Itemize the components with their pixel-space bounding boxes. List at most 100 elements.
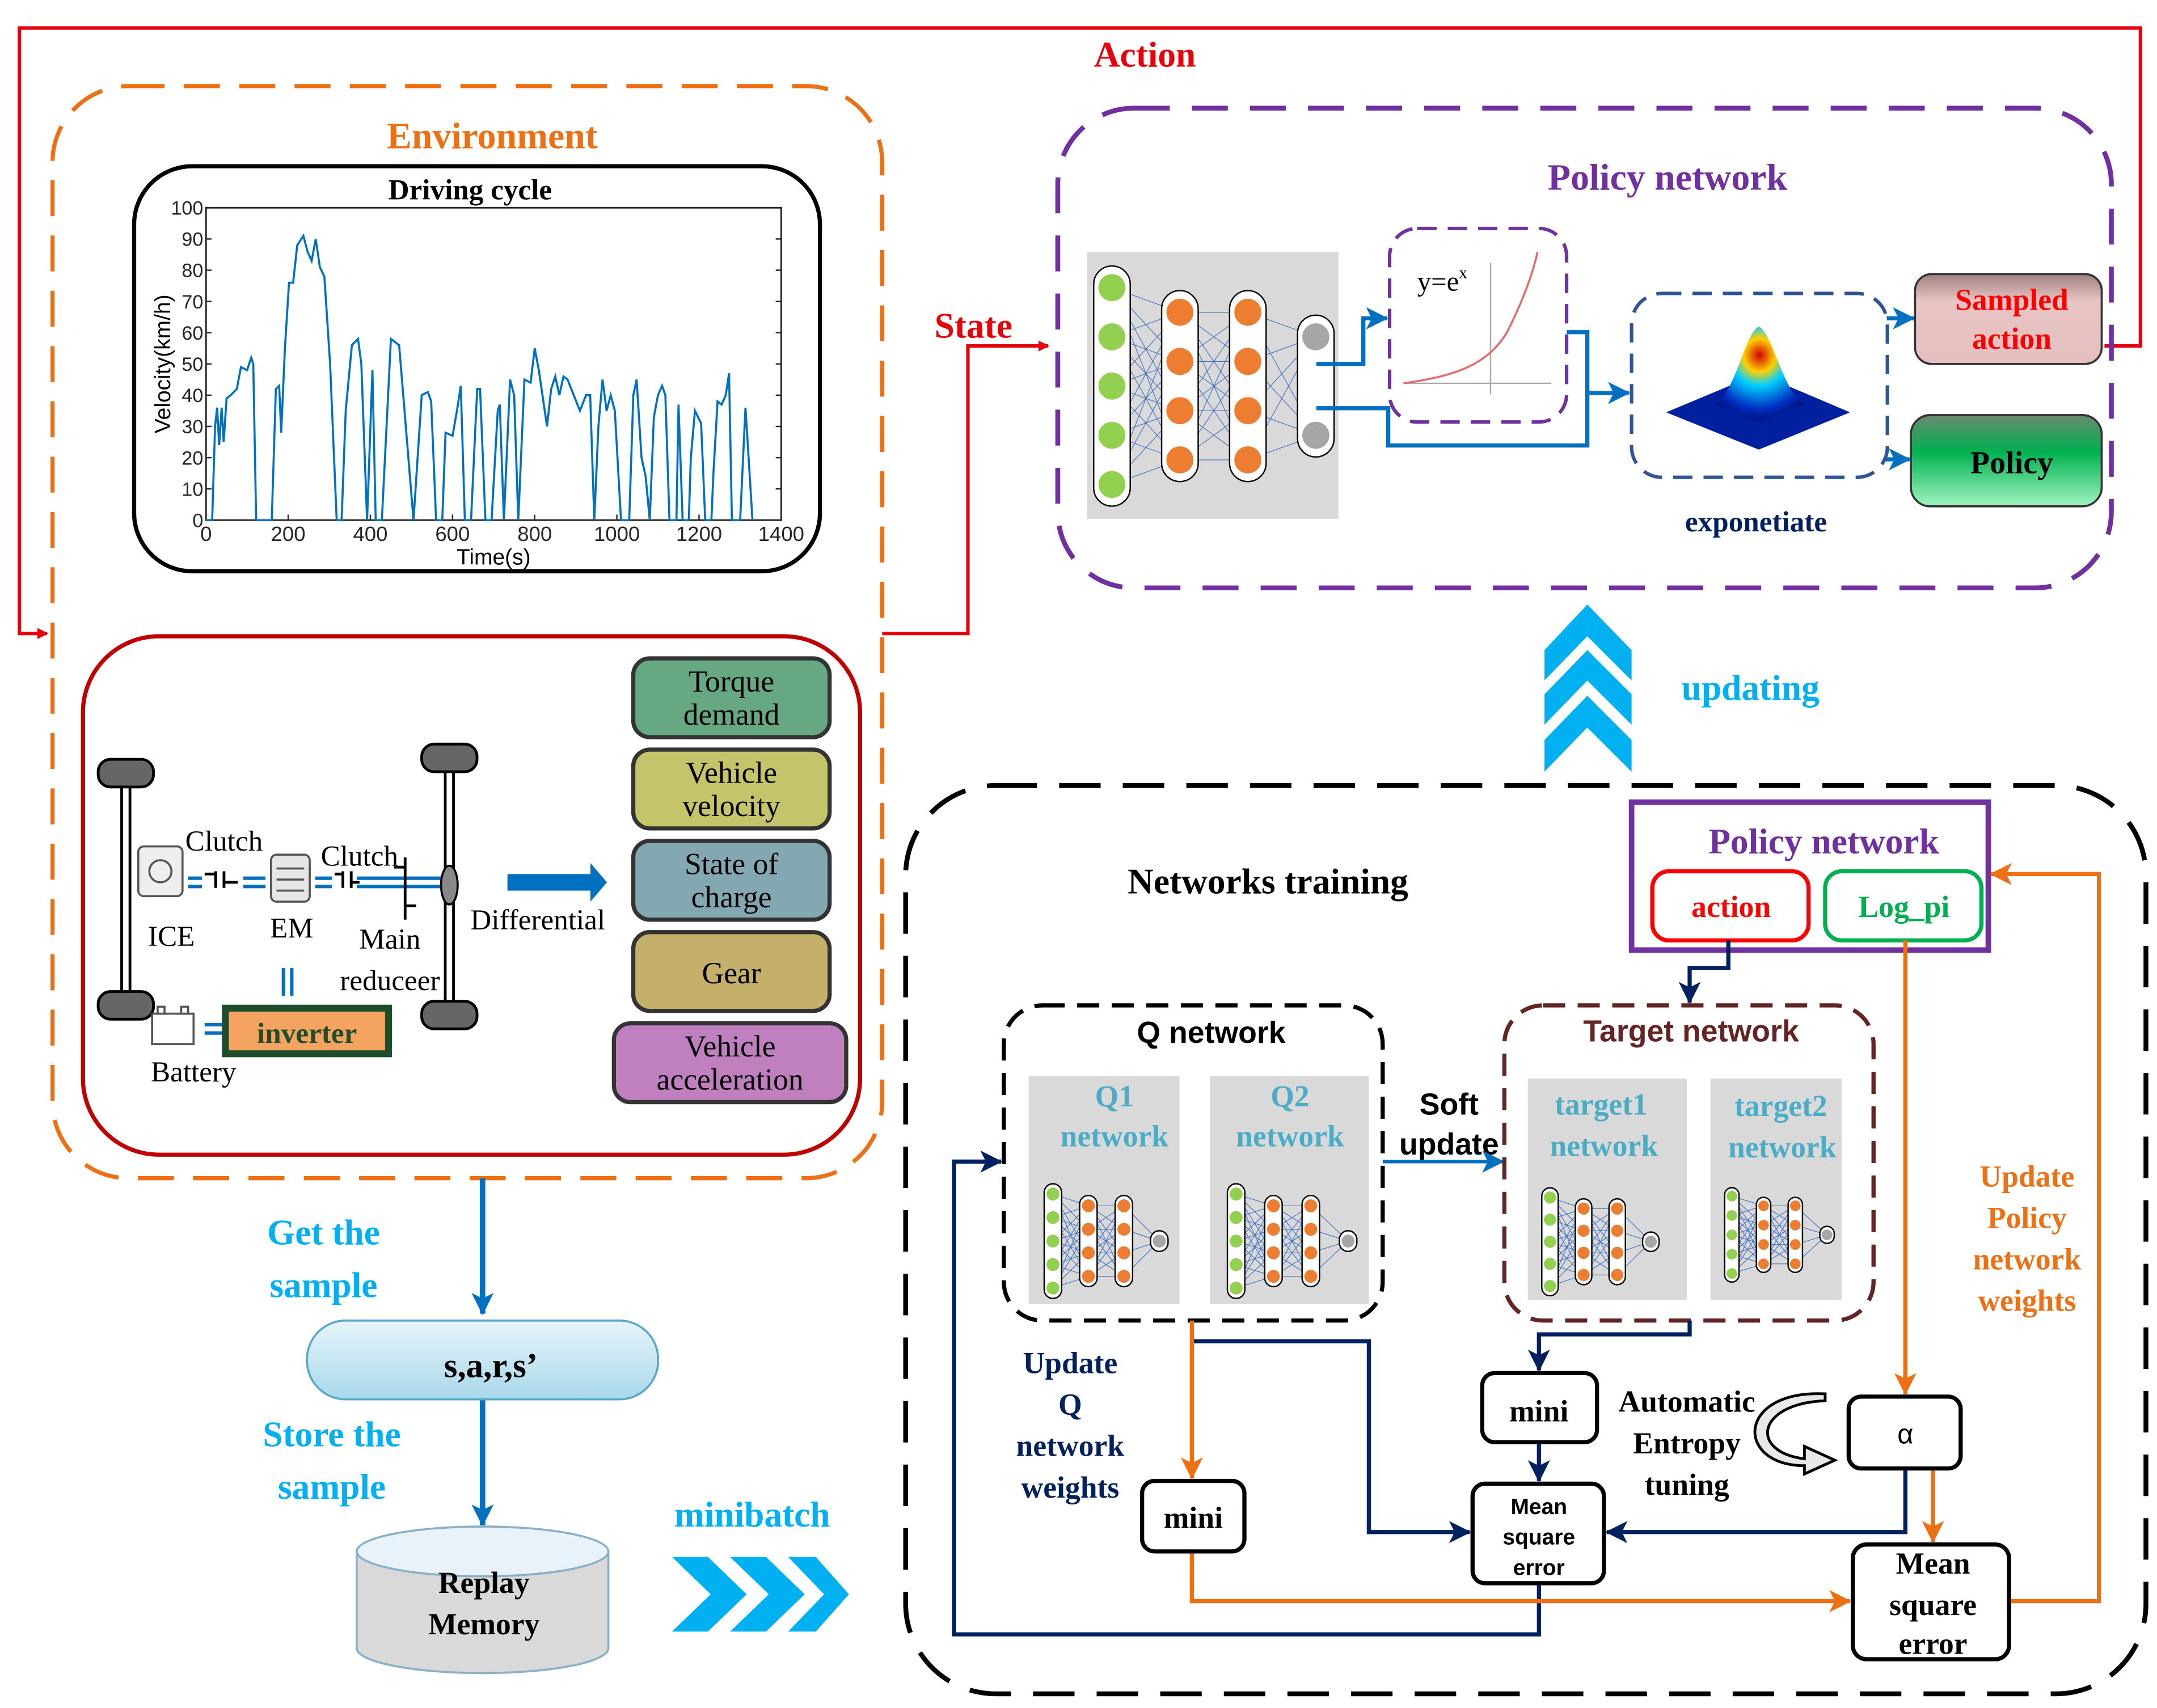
nn-node [1544,1258,1556,1270]
state-box [631,930,832,1013]
q2-label-2: network [1236,1119,1344,1153]
nn-node [1230,1187,1243,1201]
state-box [611,1021,849,1105]
replay-memory-cylinder [356,1525,610,1675]
update-policy-label-3: network [1973,1242,2082,1276]
nn-node [1230,1235,1243,1248]
nn-node [1234,446,1261,473]
nn-node [1577,1269,1590,1282]
y-tick-label: 50 [181,354,203,375]
updating-chevron-icon [1544,604,1632,772]
exp-curve-icon [1403,251,1552,395]
mse-mid-label-2: square [1502,1525,1575,1550]
navy-connectors [952,940,1907,1637]
reducer-label: reduceer [340,965,440,997]
mini-left-label: mini [1164,1500,1223,1534]
store-sample-label-1: Store the [263,1415,400,1455]
nn-node [1758,1220,1769,1231]
state-label-line1: Vehicle [685,1029,776,1063]
differential-label: Differential [470,904,605,936]
x-tick-label: 800 [517,522,552,546]
target2-label-2: network [1728,1130,1837,1164]
mini-left-box [1139,1478,1247,1554]
mse-mid-label-1: Mean [1510,1495,1567,1519]
state-arrow [882,340,1050,636]
nn-node [1098,323,1126,350]
nn-node [1166,397,1194,425]
networks-training-frame [903,783,2148,1697]
soft-update-label-2: update [1399,1127,1499,1161]
q1-label-1: Q1 [1095,1079,1134,1113]
nn-node [1644,1236,1657,1248]
nn-node [1611,1202,1624,1215]
update-policy-label-1: Update [1979,1159,2074,1193]
nn-node [1234,348,1261,375]
policy-neural-network-icon [1093,265,1335,507]
state-box [631,747,832,831]
nn-node [1098,471,1126,498]
q2-neural-network-icon [1226,1183,1358,1299]
mse-mid-label-3: error [1513,1555,1565,1580]
update-q-label-2: Q [1058,1388,1082,1422]
nn-node [1117,1270,1130,1283]
state-label-line1: State of [685,847,778,881]
log-pi-output-label: Log_pi [1858,890,1949,924]
y-tick-label: 60 [181,323,203,344]
nn-node [1082,1223,1095,1236]
target-network-title: Target network [1583,1014,1799,1048]
nn-layer [1301,1194,1320,1288]
state-label-line2: demand [683,697,780,732]
update-policy-label-4: weights [1978,1284,2076,1318]
state-label-line2: charge [691,880,772,914]
nn-node [1726,1190,1737,1202]
transition-label: s,a,r,s’ [444,1347,538,1385]
nn-node [1166,348,1194,375]
nn-node [1611,1224,1624,1237]
nn-node [1577,1202,1590,1215]
nn-node [1046,1235,1059,1248]
inverter-box [222,1004,392,1058]
x-tick-label: 1000 [594,522,640,546]
sampled-action-label-2: action [1972,322,2052,356]
soft-update-label-1: Soft [1420,1088,1479,1122]
battery-icon [151,1005,195,1046]
mse-right-label-2: square [1889,1588,1977,1622]
q2-label-1: Q2 [1270,1079,1310,1113]
nn-node [1098,421,1126,449]
y-tick-label: 40 [181,385,203,407]
engine-icon [137,845,184,898]
nn-node [1166,446,1194,473]
nn-node [1117,1223,1130,1236]
x-axis-label: Time(s) [457,545,531,569]
nn-layer [1114,1194,1134,1288]
state-label-line1: Vehicle [686,755,777,789]
nn-node [1304,1199,1318,1212]
nn-node [1046,1211,1059,1224]
gaussian-surface-icon [1666,326,1850,450]
nn-node [1758,1200,1769,1211]
policy-label: Policy [1970,445,2053,480]
nn-node [1046,1282,1059,1295]
clutch-icon [204,871,360,888]
nn-node [1098,372,1126,400]
exp-function-frame [1387,226,1569,424]
target1-label-1: target1 [1555,1088,1648,1122]
battery-label: Battery [151,1056,237,1088]
nn-node [1234,397,1261,425]
nn-node [1267,1223,1280,1236]
orange-connectors [1180,863,2101,1613]
x-tick-label: 1400 [758,522,804,546]
y-axis-label: Velocity(km/h) [151,294,175,433]
nn-node [1304,1270,1318,1283]
nn-node [1789,1258,1801,1270]
updating-label: updating [1682,668,1820,708]
nn-node [1544,1214,1556,1226]
state-label-line1: Torque [689,665,774,699]
nn-node [1544,1280,1556,1292]
action-label: Action [1094,35,1196,75]
nn-node [1544,1236,1556,1248]
main-reducer-icon [394,857,416,920]
mini-top-box [1480,1371,1599,1444]
